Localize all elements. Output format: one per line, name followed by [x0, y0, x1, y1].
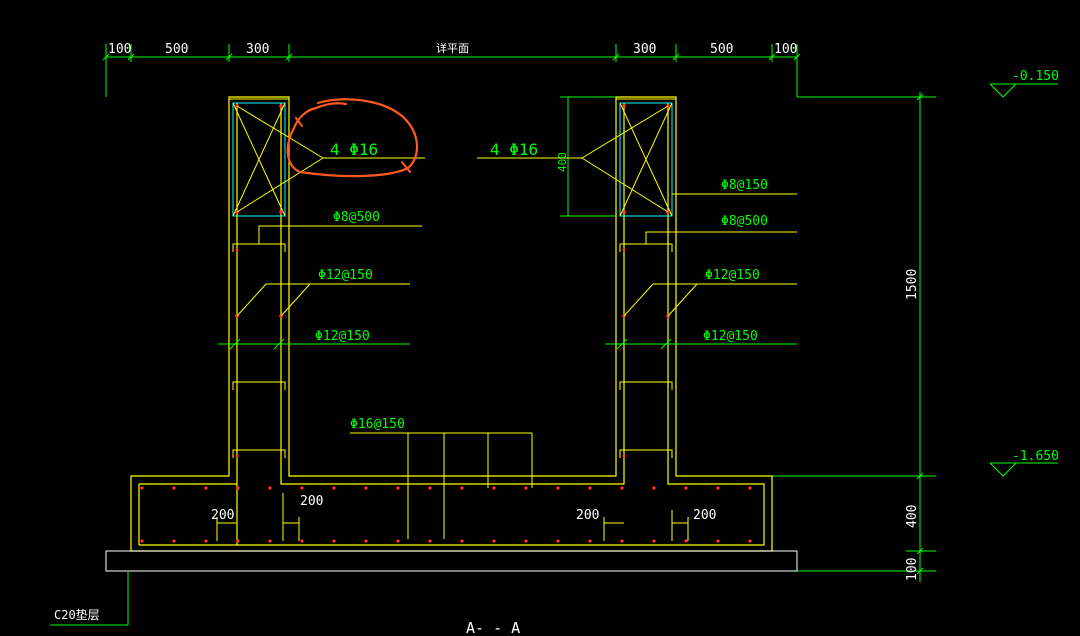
spacing-label-a: 200: [211, 508, 234, 523]
slab-bar-dot: [588, 486, 592, 490]
leader-lines: [236, 105, 797, 539]
wall-stirrups: [232, 243, 673, 458]
level-bottom-label: -1.650: [1012, 449, 1059, 464]
slab-bar-dot: [492, 539, 496, 543]
spacing-label-d: 200: [693, 508, 716, 523]
slab-bar-dot: [620, 539, 624, 543]
beam-cage-left: [229, 98, 289, 217]
dim-left-500: 500: [165, 42, 188, 57]
pad-leader: [50, 571, 129, 626]
slab-bar-dot: [172, 486, 176, 490]
wall-bars: [235, 248, 670, 458]
slab-bar-dot: [556, 539, 560, 543]
slab-bar-dot: [204, 539, 208, 543]
slab-bar-dot: [236, 539, 240, 543]
slab-bar-dot: [748, 539, 752, 543]
section-title: A- - A: [466, 619, 520, 636]
dim-right-500: 500: [710, 42, 733, 57]
dim-right-300: 300: [633, 42, 656, 57]
beam-corner-bars: [235, 104, 670, 214]
slab-bar-dot: [140, 539, 144, 543]
spacing-labels: 200 200 200 200: [211, 494, 716, 523]
label-wall-right-2: Φ12@150: [703, 329, 758, 344]
dim-slab-thickness: 400: [905, 505, 920, 528]
wall-horizontal-leaders: [218, 338, 797, 350]
beam-depth-label: 400: [556, 152, 569, 172]
c20-blinding-pad: [105, 550, 798, 572]
slab-bar-dot: [588, 539, 592, 543]
dim-wall-height: 1500: [905, 269, 920, 300]
top-dimension-labels: 100 500 300 详平面 300 500 100: [108, 41, 797, 57]
beam-cage-right: [616, 98, 676, 217]
slab-bar-dot: [652, 486, 656, 490]
slab-bar-dot: [300, 539, 304, 543]
slab-bar-dot: [460, 539, 464, 543]
slab-bar-dot: [236, 486, 240, 490]
slab-bar-dot: [460, 486, 464, 490]
slab-bar-dot: [396, 486, 400, 490]
slab-bar-dot: [172, 539, 176, 543]
slab-bar-dot: [268, 486, 272, 490]
level-marker-top: [989, 83, 1058, 98]
pad-label: C20垫层: [54, 607, 100, 622]
slab-bar-dot: [396, 539, 400, 543]
slab-bar-dot: [428, 539, 432, 543]
slab-bar-dot: [300, 486, 304, 490]
slab-bar-dot: [332, 539, 336, 543]
markup-circle: [286, 98, 419, 178]
label-wall-left-2: Φ12@150: [315, 329, 370, 344]
beam-depth-dimension: [560, 96, 616, 217]
rebar-labels: 4 Φ16 4 Φ16 Φ8@150 Φ8@500 Φ8@500 Φ12@150…: [315, 140, 768, 432]
slab-bar-dot: [268, 539, 272, 543]
slab-bar-dot: [716, 486, 720, 490]
dim-left-100: 100: [108, 42, 131, 57]
label-tie-right: Φ8@500: [721, 214, 768, 229]
label-slab-bars: Φ16@150: [350, 417, 405, 432]
slab-bar-dot: [364, 486, 368, 490]
markup-tick: [295, 117, 411, 173]
slab-bar-dot: [684, 539, 688, 543]
label-stirrup-right: Φ8@150: [721, 178, 768, 193]
dim-left-300: 300: [246, 42, 269, 57]
slab-bar-dot: [716, 539, 720, 543]
slab-bar-dot: [140, 486, 144, 490]
label-wall-left-1: Φ12@150: [318, 268, 373, 283]
level-marker-bottom: [989, 462, 1058, 477]
dim-right-100: 100: [774, 42, 797, 57]
slab-bar-dot: [428, 486, 432, 490]
slab-bar-dot: [652, 539, 656, 543]
slab-bar-dot: [204, 486, 208, 490]
dim-pad-thickness: 100: [905, 558, 920, 581]
slab-bar-dot: [332, 486, 336, 490]
slab-bar-dot: [524, 539, 528, 543]
concrete-outline: [130, 96, 773, 552]
dim-middle-label: 详平面: [436, 41, 469, 55]
label-beam-right: 4 Φ16: [490, 140, 538, 159]
spacing-label-b: 200: [300, 494, 323, 509]
slab-bar-dot: [524, 486, 528, 490]
slab-bar-dot: [620, 486, 624, 490]
level-top-label: -0.150: [1012, 69, 1059, 84]
slab-bar-dot: [364, 539, 368, 543]
top-dimension-chain: [102, 44, 936, 98]
label-beam-left: 4 Φ16: [330, 140, 378, 159]
spacing-marks: [216, 493, 689, 541]
label-wall-right-1: Φ12@150: [705, 268, 760, 283]
slab-bar-dot: [684, 486, 688, 490]
slab-bar-dot: [748, 486, 752, 490]
slab-bar-dot: [492, 486, 496, 490]
slab-bar-dots: [140, 486, 752, 543]
spacing-label-c: 200: [576, 508, 599, 523]
label-tie-left: Φ8@500: [333, 210, 380, 225]
slab-bar-dot: [556, 486, 560, 490]
